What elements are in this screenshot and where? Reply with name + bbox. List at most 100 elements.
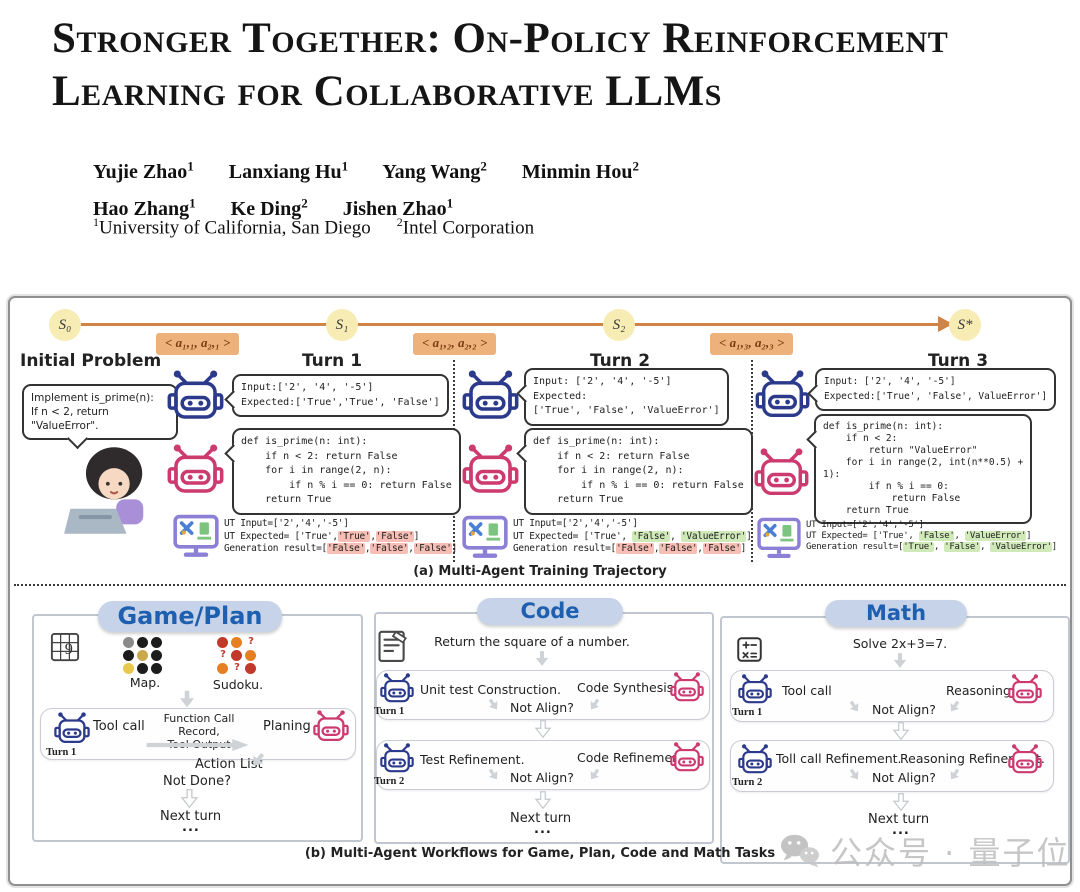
code-task-label: Return the square of a number. <box>434 634 630 649</box>
code-row1-left: Unit test Construction. <box>420 682 561 697</box>
turn3-heading: Turn 3 <box>927 351 989 371</box>
code-row1-right: Code Synthesis. <box>577 680 678 695</box>
agent2-robot-icon <box>670 672 704 705</box>
math-row2-left: Toll call Refinement. <box>776 751 902 766</box>
agent1-robot-icon <box>54 712 90 747</box>
paper-title-line2: Learning for Collaborative LLMs <box>52 68 722 115</box>
author: Yang Wang2 <box>382 158 487 183</box>
paper-title: Stronger Together: On-Policy Reinforceme… <box>52 12 1062 118</box>
action-badge-2: < a₁,₂, a₂,₂ > <box>413 333 497 355</box>
agent2-robot-icon <box>670 742 704 775</box>
game-right-label: Planing <box>263 719 311 734</box>
action-list-label: Action List <box>195 757 263 772</box>
watermark: 公众号 · 量子位 <box>778 828 1071 874</box>
state-node-s2: S₂ <box>603 309 635 341</box>
figure-1: S₀ S₁ S₂ S* < a₁,₁, a₂,₁ > < a₁,₂, a₂,₂ … <box>8 296 1072 886</box>
turn3-unit-test-results: UT Input=['2','4','-5']UT Expected= ['Tr… <box>806 520 1057 552</box>
author: Lanxiang Hu1 <box>228 158 349 183</box>
next-turn-label: Next turn <box>510 811 572 826</box>
math-row1-center: Not Align? <box>872 702 936 717</box>
sudoku-label: Sudoku. <box>212 677 264 692</box>
turn3-unit-test-bubble: Input: ['2', '4', '-5'] Expected:['True'… <box>815 368 1057 411</box>
initial-problem-heading: Initial Problem <box>20 351 162 371</box>
code-turn2-box <box>376 740 710 790</box>
down-arrow-icon <box>892 722 910 740</box>
author-row-1: Yujie Zhao1 Lanxiang Hu1 Yang Wang2 Minm… <box>93 150 669 188</box>
game-mid-label: Function Call Record, Tool Output <box>163 712 235 751</box>
down-arrow-icon <box>534 650 550 667</box>
math-turn2-box <box>730 740 1054 792</box>
game-left-label: Tool call <box>93 719 145 734</box>
math-task-label: Solve 2x+3=7. <box>852 636 948 651</box>
turn-tag: Turn 1 <box>374 706 405 717</box>
map-label: Map. <box>129 675 161 690</box>
ellipsis: ... <box>534 822 552 837</box>
agent1-robot-icon <box>462 370 519 425</box>
down-arrow-icon <box>180 789 199 808</box>
action-badge-1: < a₁,₁, a₂,₁ > <box>156 333 240 355</box>
not-done-label: Not Done? <box>163 774 232 789</box>
turn1-unit-test-results: UT Input=['2','4','-5']UT Expected= ['Tr… <box>224 518 458 555</box>
turn-tag: Turn 2 <box>732 777 763 788</box>
turn-tag: Turn 1 <box>732 707 763 718</box>
author: Yujie Zhao1 <box>93 158 194 183</box>
down-arrow-icon <box>892 652 908 669</box>
watermark-text: 公众号 · 量子位 <box>830 834 1071 872</box>
author: Ke Ding2 <box>230 195 308 221</box>
paper-title-line1: Stronger Together: On-Policy Reinforceme… <box>52 15 949 62</box>
agent1-robot-icon <box>380 743 414 776</box>
turn2-code-bubble: def is_prime(n: int): if n < 2: return F… <box>524 428 753 515</box>
down-arrow-icon <box>892 793 910 811</box>
code-row1-center: Not Align? <box>510 700 574 715</box>
panel-title-code: Code <box>477 598 623 625</box>
agent1-robot-icon <box>167 370 224 425</box>
state-node-sstar: S* <box>949 309 981 341</box>
caption-a: (a) Multi-Agent Training Trajectory <box>413 564 667 579</box>
turn1-unit-test-bubble: Input:['2', '4', '-5'] Expected:['True',… <box>232 374 449 417</box>
down-arrow-icon <box>534 720 552 738</box>
sudoku-grid-icon <box>50 632 80 662</box>
state-node-s1: S₁ <box>326 309 358 341</box>
turn2-unit-test-bubble: Input: ['2', '4', '-5'] Expected: ['True… <box>524 368 729 426</box>
agent2-robot-icon <box>462 444 519 499</box>
author-row-2: Hao Zhang1 Ke Ding2 Jishen Zhao1 <box>93 188 669 226</box>
agent2-robot-icon <box>1008 744 1042 777</box>
section-divider <box>14 584 1066 586</box>
ellipsis: ... <box>892 823 910 838</box>
wechat-icon <box>778 832 822 870</box>
right-arrow-icon <box>142 739 254 751</box>
next-turn-label: Next turn <box>160 809 222 824</box>
agent2-robot-icon <box>167 444 224 499</box>
turn2-heading: Turn 2 <box>589 351 651 371</box>
code-turn1-box <box>376 670 710 720</box>
monitor-tools-icon <box>462 515 508 559</box>
map-emoji-grid <box>122 636 164 675</box>
memo-pencil-icon <box>376 628 410 664</box>
author-list: Yujie Zhao1 Lanxiang Hu1 Yang Wang2 Minm… <box>93 150 669 225</box>
author: Jishen Zhao1 <box>342 195 454 221</box>
author: Minmin Hou2 <box>521 158 639 183</box>
woman-technologist-icon <box>62 440 162 540</box>
monitor-tools-icon <box>173 514 219 558</box>
author: Hao Zhang1 <box>93 195 196 221</box>
calculator-icon <box>736 636 763 663</box>
turn-tag: Turn 1 <box>46 747 77 758</box>
caption-b: (b) Multi-Agent Workflows for Game, Plan… <box>304 846 776 861</box>
initial-problem-bubble: Implement is_prime(n): If n < 2, return … <box>22 384 178 440</box>
state-node-s0: S₀ <box>49 309 81 341</box>
timeline-line <box>68 323 946 326</box>
code-row2-center: Not Align? <box>510 770 574 785</box>
code-row2-right: Code Refinement. <box>577 750 689 765</box>
down-arrow-icon <box>534 791 552 809</box>
agent1-robot-icon <box>738 744 772 777</box>
down-arrow-icon <box>178 690 196 708</box>
panel-title-game-plan: Game/Plan <box>98 601 282 632</box>
game-turn1-box <box>40 708 356 760</box>
math-row2-center: Not Align? <box>872 770 936 785</box>
agent2-robot-icon <box>1008 674 1042 707</box>
panel-title-math: Math <box>825 600 967 627</box>
agent1-robot-icon <box>380 673 414 706</box>
action-badge-3: < a₁,₃, a₂,₃ > <box>710 333 794 355</box>
agent2-robot-icon <box>754 448 809 501</box>
